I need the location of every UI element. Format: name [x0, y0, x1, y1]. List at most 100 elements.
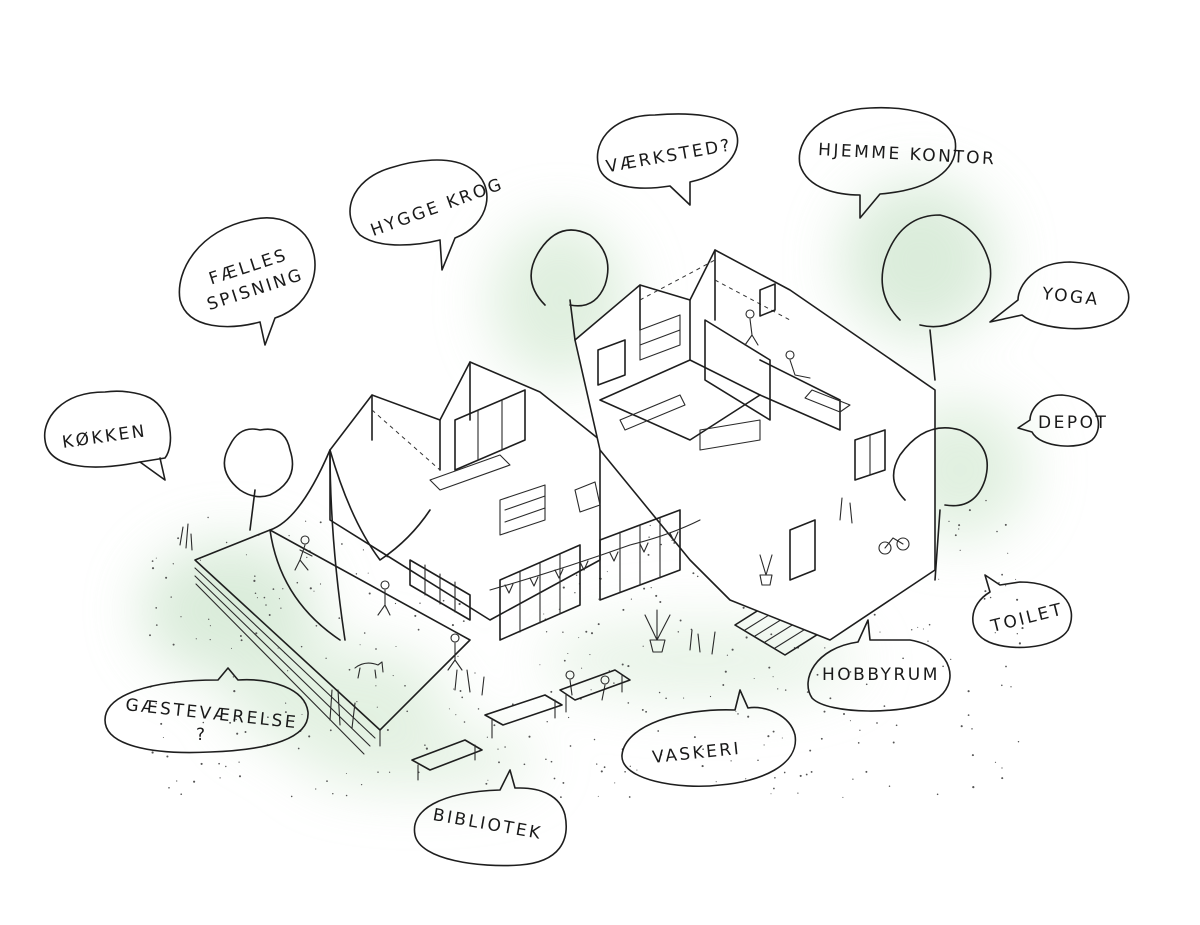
stipple-dot — [462, 620, 465, 622]
stipple-dot — [545, 758, 547, 760]
stipple-dot — [657, 730, 660, 732]
stipple-dot — [954, 534, 957, 537]
stipple-dot — [341, 543, 343, 545]
terrace — [194, 529, 471, 755]
stipple-dot — [936, 793, 939, 796]
stipple-dot — [1005, 665, 1007, 668]
stipple-dot — [455, 714, 457, 716]
stipple-dot — [985, 499, 987, 502]
stipple-dot — [824, 647, 826, 649]
grass — [179, 497, 853, 729]
stipple-dot — [842, 796, 844, 798]
stipple-dot — [1021, 627, 1024, 630]
stipple-dot — [643, 587, 646, 590]
stipple-dot — [959, 549, 961, 551]
stipple-dot — [879, 631, 881, 633]
stipple-dot — [550, 760, 553, 763]
stipple-dot — [244, 731, 247, 733]
stipple-dot — [155, 624, 158, 626]
stipple-dot — [641, 708, 644, 711]
stipple-dot — [910, 629, 913, 631]
stipple-dot — [325, 657, 327, 659]
stipple-dot — [683, 697, 685, 699]
picnic-bench-icon — [411, 669, 631, 781]
stipple-dot — [319, 521, 322, 524]
stipple-dot — [1017, 740, 1020, 743]
stipple-dot — [238, 775, 242, 778]
stipple-dot — [726, 654, 729, 656]
stipple-dot — [763, 744, 765, 746]
stipple-dot — [386, 728, 389, 732]
stipple-dot — [166, 755, 169, 758]
stipple-dot — [180, 616, 182, 618]
stipple-dot — [820, 737, 823, 740]
stipple-dot — [567, 716, 570, 719]
stipple-dot — [362, 549, 364, 551]
stipple-dot — [388, 771, 391, 773]
stipple-dot — [677, 631, 680, 633]
stipple-dot — [553, 777, 556, 780]
stipple-dot — [313, 590, 315, 592]
stipple-dot — [585, 630, 588, 633]
stipple-dot — [661, 754, 663, 756]
stipple-dot — [256, 597, 258, 599]
bubble-vaskeri: VASKERI — [621, 689, 797, 788]
label-bibliotek: BIBLIOTEK — [431, 805, 544, 844]
stipple-dot — [209, 625, 211, 627]
stipple-dot — [332, 792, 334, 795]
stipple-dot — [627, 702, 630, 704]
stipple-dot — [448, 708, 450, 710]
stipple-dot — [377, 771, 379, 773]
stipple-dot — [598, 598, 600, 600]
stipple-dot — [849, 720, 851, 722]
stipple-dot — [624, 770, 626, 773]
stipple-dot — [360, 783, 363, 786]
bubble-yoga: YOGA — [989, 261, 1130, 330]
stipple-dot — [345, 773, 347, 774]
label-vaskeri: VASKERI — [651, 739, 742, 768]
stipple-dot — [461, 696, 464, 699]
label-toilet: TOILET — [988, 599, 1066, 637]
stipple-dot — [1016, 598, 1019, 601]
stipple-dot — [673, 542, 676, 544]
stipple-dot — [622, 608, 625, 611]
stipple-dot — [852, 778, 854, 780]
stipple-dot — [1015, 578, 1017, 580]
stipple-dot — [233, 719, 235, 721]
stipple-dot — [348, 668, 351, 671]
stipple-dot — [296, 581, 299, 584]
stipple-dot — [168, 786, 170, 789]
person-icon — [294, 309, 811, 701]
stipple-dot — [207, 516, 209, 519]
stipple-dot — [606, 571, 608, 573]
stipple-dot — [528, 735, 531, 738]
stipple-dot — [463, 721, 466, 723]
bubble-toilet: TOILET — [972, 574, 1073, 649]
stipple-dot — [655, 594, 658, 597]
stipple-dot — [562, 586, 565, 589]
stipple-dot — [747, 715, 750, 718]
stipple-dot — [876, 722, 878, 724]
bubble-hobbyrum: HOBBYRUM — [807, 619, 951, 712]
stipple-dot — [209, 639, 211, 641]
stipple-dot — [645, 710, 648, 713]
stipple-dot — [453, 688, 455, 690]
stipple-dot — [550, 690, 553, 693]
stipple-dot — [301, 713, 303, 716]
label-kokken: KØKKEN — [61, 421, 148, 453]
interior-furniture — [429, 314, 851, 536]
stipple-dot — [255, 632, 258, 635]
stipple-dot — [278, 598, 280, 600]
stipple-dot — [232, 676, 235, 678]
bubble-vaerksted: VÆRKSTED? — [596, 113, 739, 206]
stipple-dot — [709, 695, 712, 698]
stipple-dot — [229, 721, 232, 724]
stipple-dot — [375, 685, 377, 687]
stipple-dot — [658, 691, 661, 694]
stipple-dot — [892, 741, 895, 744]
stipple-dot — [701, 765, 704, 768]
stipple-dot — [797, 792, 799, 794]
stipple-dot — [649, 524, 651, 527]
